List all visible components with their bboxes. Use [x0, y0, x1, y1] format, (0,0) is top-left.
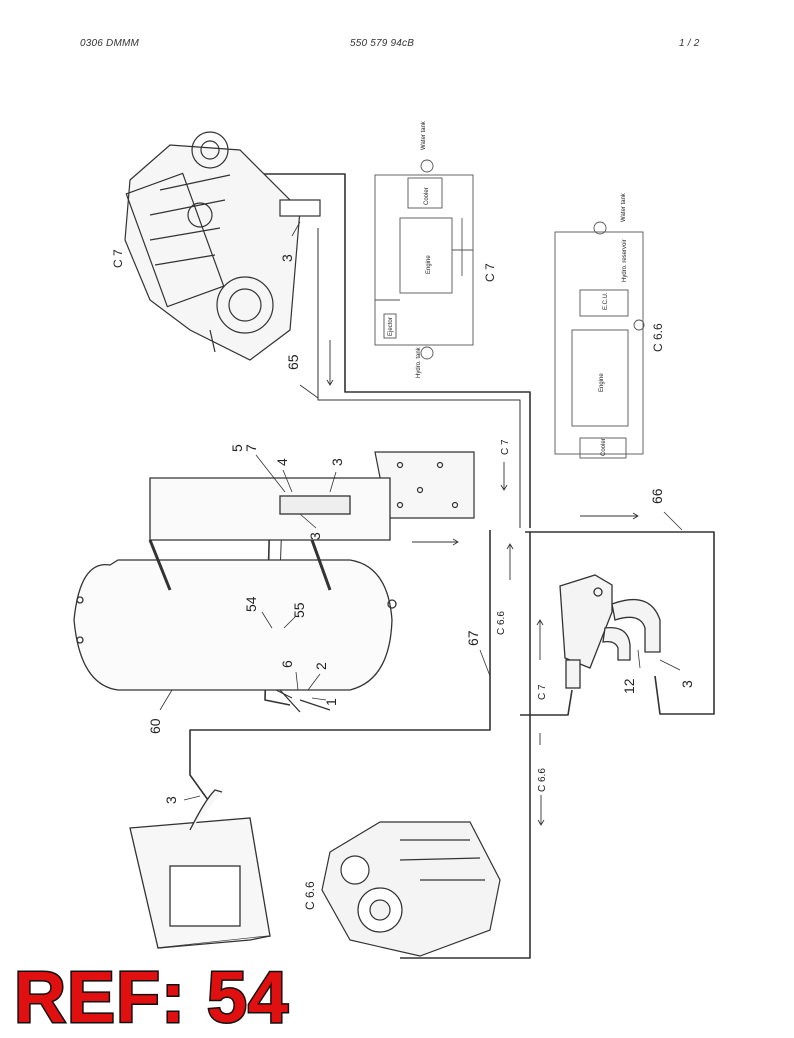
c66-engine-label: Engine — [599, 373, 605, 392]
hydraulic-tank — [73, 477, 397, 713]
c7-cooler-label: Cooler — [424, 187, 430, 205]
part-65: 65 — [285, 354, 301, 370]
part-7: 7 — [243, 444, 259, 452]
c66-hose-callout-low: C 6.6 — [537, 768, 548, 792]
part-67: 67 — [465, 630, 481, 646]
hose-c7-low — [520, 689, 573, 716]
part-55: 55 — [291, 602, 307, 618]
hose-66 — [525, 531, 715, 715]
ref-label: REF: 54 — [12, 958, 290, 1038]
schematic-c7 — [374, 159, 474, 360]
part-1: 1 — [323, 698, 339, 706]
page-number: 1 / 2 — [679, 38, 700, 49]
hose-65-inner — [317, 228, 521, 528]
schematic-c66-labels: Water tank Hydro. reservoir E.C.U. Engin… — [599, 192, 628, 456]
part-66: 66 — [649, 488, 665, 504]
doc-code: 0306 DMMM — [80, 38, 140, 49]
c66-water-tank-label: Water tank — [621, 192, 627, 222]
c66-ecu-label: E.C.U. — [603, 292, 609, 310]
part-4: 4 — [274, 458, 290, 466]
c7-schematic-callout: C 7 — [483, 263, 497, 282]
part-2: 2 — [313, 662, 329, 670]
hose-67 — [189, 530, 491, 801]
part-54: 54 — [243, 596, 259, 612]
engine-c7-top — [124, 131, 321, 361]
part-6: 6 — [279, 660, 295, 668]
c66-hydro-reservoir-label: Hydro. reservoir — [622, 239, 628, 282]
part-3-tank: 3 — [307, 532, 323, 540]
mounting-plate — [374, 451, 475, 519]
c66-cooler-label: Cooler — [601, 438, 607, 456]
part-3-top: 3 — [279, 254, 295, 262]
part-number: 550 579 94cB — [350, 38, 415, 49]
part-3-bottom: 3 — [163, 796, 179, 804]
c66-engine-callout: C 6.6 — [303, 881, 317, 910]
engine-c66-bottom — [321, 821, 501, 957]
c7-hose-callout-low: C 7 — [537, 684, 548, 700]
part-3-tank-top: 3 — [329, 458, 345, 466]
part-12: 12 — [621, 678, 637, 694]
c7-hydro-tank-label: Hydro. tank — [416, 346, 422, 378]
part-60: 60 — [147, 718, 163, 734]
c7-hose-callout-top: C 7 — [500, 439, 511, 455]
c66-schematic-callout: C 6.6 — [651, 323, 665, 352]
c66-hose-callout-mid: C 6.6 — [496, 611, 507, 635]
schematic-c66 — [554, 221, 645, 459]
hose-65 — [262, 173, 531, 528]
schematic-c7-labels: Water tank Cooler Engine Hydro. tank Eje… — [388, 120, 432, 378]
c7-water-tank-label: Water tank — [421, 120, 427, 150]
c7-ejector-label: Ejector — [388, 317, 394, 336]
hose-c66-low — [400, 532, 531, 959]
c7-engine-callout: C 7 — [111, 249, 125, 268]
valve-block — [559, 574, 661, 689]
part-5: 5 — [229, 444, 245, 452]
mounting-bracket — [129, 789, 271, 949]
flow-arrows — [326, 340, 639, 826]
part-3-valve: 3 — [679, 680, 695, 688]
c7-engine-label: Engine — [426, 255, 432, 274]
